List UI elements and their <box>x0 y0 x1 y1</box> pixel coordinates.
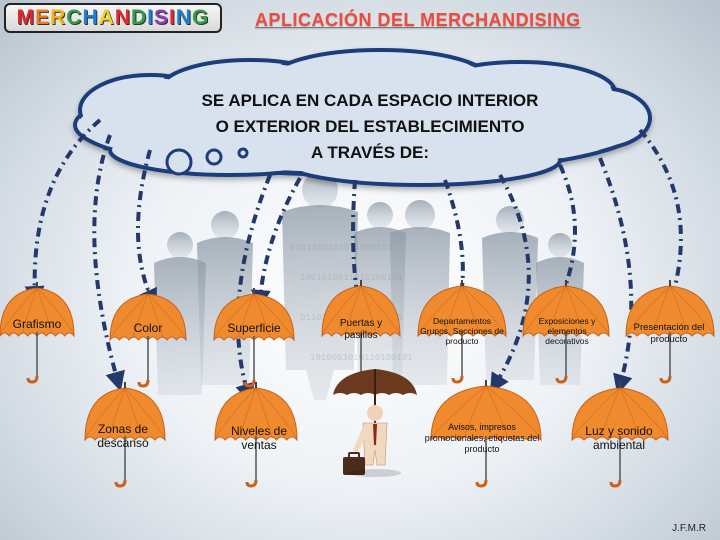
label-exposiciones: Exposiciones y elementos decorativos <box>532 316 602 346</box>
label-avisos: Avisos, impresos promocionales, etiqueta… <box>418 422 546 455</box>
label-superficie: Superficie <box>212 322 296 334</box>
label-luz: Luz y sonido ambiental <box>580 424 658 452</box>
author-initials: J.F.M.R <box>672 523 706 534</box>
label-puertas: Puertas y pasillos <box>330 318 392 342</box>
label-grafismo: Grafismo <box>4 318 70 330</box>
label-niveles: Niveles de ventas <box>218 424 300 452</box>
label-departamentos: Departamentos Grupos, Secciones de produ… <box>420 316 504 346</box>
label-zonas: Zonas de descanso <box>88 422 158 450</box>
label-presentacion: Presentación del producto <box>628 322 710 346</box>
label-color: Color <box>118 322 178 334</box>
